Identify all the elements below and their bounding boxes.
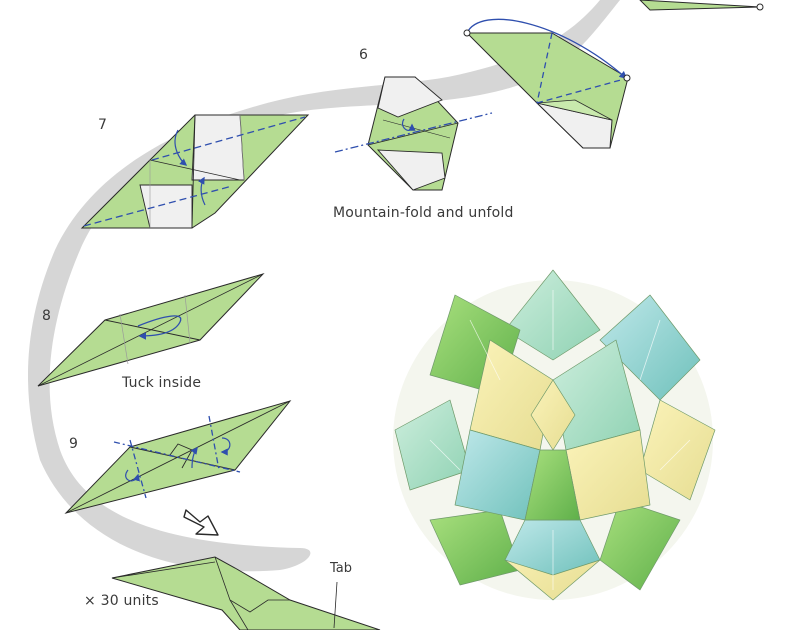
step-7-number: 7 [98,117,107,133]
next-step-arrow [183,509,219,536]
step-8-number: 8 [42,308,51,324]
step-9-diagram [64,400,292,514]
step-6-number: 6 [359,47,368,63]
step-6-diagram-right [463,18,631,149]
step-9-number: 9 [69,436,78,452]
step-6-diagram-left [334,76,493,191]
kusudama-ball-image [393,269,716,601]
finished-unit-diagram [111,556,381,630]
step-5-partial [639,0,764,11]
step-7-diagram [80,114,310,229]
tuck-inside-caption: Tuck inside [122,375,202,391]
step-8-diagram [37,273,265,387]
mountain-fold-caption: Mountain-fold and unfold [333,205,514,221]
tab-label: Tab [330,561,353,576]
unit-count-caption: × 30 units [84,593,159,609]
